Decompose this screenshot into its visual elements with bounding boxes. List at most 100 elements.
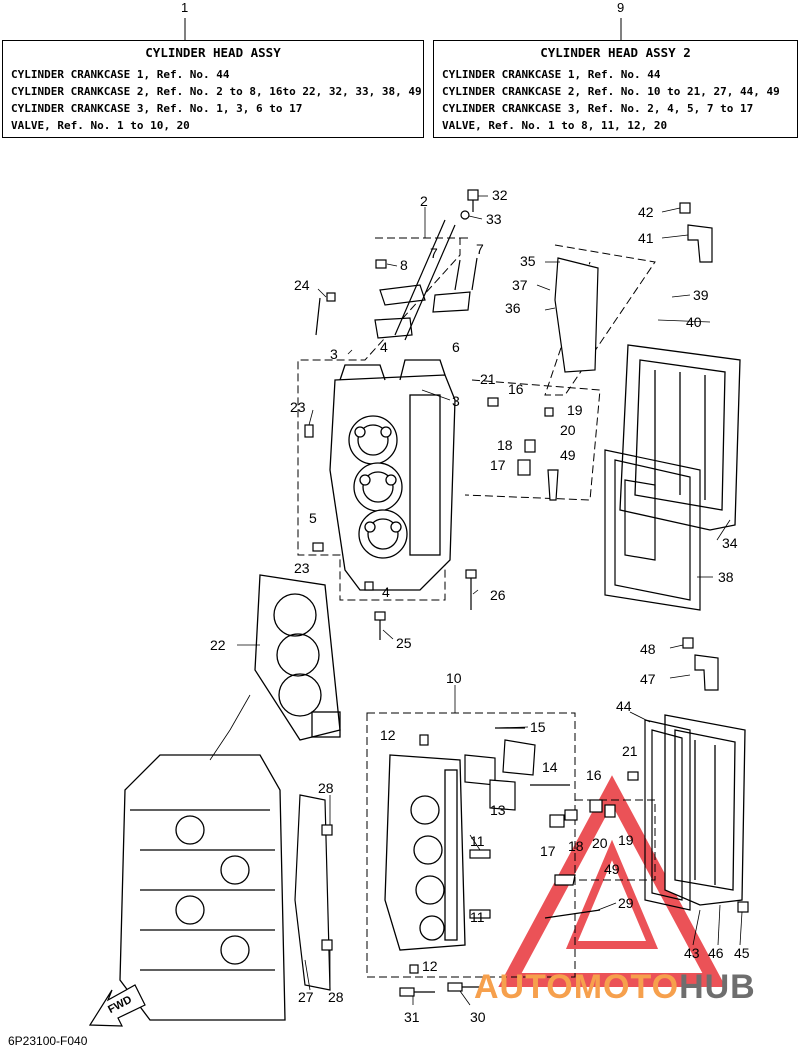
callout-10: 10 [446, 670, 462, 686]
lower-cam-caps [321, 727, 749, 997]
callout-25: 25 [396, 635, 412, 651]
callout-18-a: 18 [497, 437, 513, 453]
callout-17-a: 17 [490, 457, 506, 473]
callout-44: 44 [616, 698, 632, 714]
callout-21-b: 21 [622, 743, 638, 759]
callout-22: 22 [210, 637, 226, 653]
callout-12-b: 12 [422, 958, 438, 974]
upper-cover-34 [619, 344, 741, 531]
callout-16-b: 16 [586, 767, 602, 783]
lower-cover-44 [664, 714, 746, 906]
right-assy-box: CYLINDER HEAD ASSY 2 CYLINDER CRANKCASE … [433, 40, 798, 138]
callout-20-b: 20 [592, 835, 608, 851]
callout-45: 45 [734, 945, 750, 961]
callout-11-b: 11 [470, 909, 485, 925]
fwd-arrow-icon: FWD [88, 984, 146, 1027]
left-assy-line-4: VALVE, Ref. No. 1 to 10, 20 [11, 119, 190, 132]
callout-47: 47 [640, 671, 656, 687]
callout-11-a: 11 [470, 833, 485, 849]
callout-37: 37 [512, 277, 528, 293]
callout-40: 40 [686, 314, 702, 330]
callout-43: 43 [684, 945, 700, 961]
callout-27: 27 [298, 989, 314, 1005]
bracket-41 [679, 202, 713, 263]
callout-33: 33 [486, 211, 502, 227]
callout-3-a: 3 [330, 346, 338, 362]
callout-18-b: 18 [568, 838, 584, 854]
leader-lines [209, 195, 743, 1006]
callout-13: 13 [490, 802, 506, 818]
left-assy-line-2: CYLINDER CRANKCASE 2, Ref. No. 2 to 8, 1… [11, 85, 422, 98]
engine-block [119, 754, 286, 1021]
callout-2: 2 [420, 193, 428, 209]
callout-28-b: 28 [328, 989, 344, 1005]
callout-30: 30 [470, 1009, 486, 1025]
callout-numbers: 2 32 33 7 7 8 24 3 4 6 3 21 16 19 20 18 … [210, 187, 750, 1025]
left-assy-number: 1 [181, 0, 189, 15]
small-cover-35 [554, 257, 599, 373]
callout-15: 15 [530, 719, 546, 735]
watermark-part1: AUTOMOTO [474, 968, 680, 1006]
right-assy-line-3: CYLINDER CRANKCASE 3, Ref. No. 2, 4, 5, … [442, 102, 754, 115]
callout-19-b: 19 [618, 832, 634, 848]
upper-gasket-38 [604, 449, 701, 611]
callout-12-a: 12 [380, 727, 396, 743]
lower-dashed-links [560, 799, 656, 881]
right-assy-line-2: CYLINDER CRANKCASE 2, Ref. No. 10 to 21,… [442, 85, 780, 98]
callout-17-b: 17 [540, 843, 556, 859]
callout-3-b: 3 [452, 393, 460, 409]
callout-29: 29 [618, 895, 634, 911]
callout-31: 31 [404, 1009, 420, 1025]
callout-49-b: 49 [604, 861, 620, 877]
callout-16-a: 16 [508, 381, 524, 397]
right-assy-line-1: CYLINDER CRANKCASE 1, Ref. No. 44 [442, 68, 661, 81]
callout-5: 5 [309, 510, 317, 526]
left-assy-box: CYLINDER HEAD ASSY CYLINDER CRANKCASE 1,… [2, 40, 424, 138]
upper-cylinder-head [329, 359, 456, 591]
callout-35: 35 [520, 253, 536, 269]
callout-21-a: 21 [480, 371, 496, 387]
callout-36: 36 [505, 300, 521, 316]
callout-41: 41 [638, 230, 654, 246]
callout-46: 46 [708, 945, 724, 961]
callout-39: 39 [693, 287, 709, 303]
upper-head-group-outline [297, 237, 656, 601]
bolt-parts [304, 189, 559, 640]
callout-32: 32 [492, 187, 508, 203]
callout-48: 48 [640, 641, 656, 657]
head-gasket-22 [254, 574, 341, 741]
watermark-part2: HUB [679, 968, 756, 1006]
callout-7-a: 7 [430, 245, 438, 261]
lower-head-group-outline [366, 712, 576, 978]
right-assy-number: 9 [617, 0, 625, 15]
callout-23-b: 23 [294, 560, 310, 576]
callout-24: 24 [294, 277, 310, 293]
callout-7-b: 7 [476, 241, 484, 257]
callout-28-a: 28 [318, 780, 334, 796]
callout-19-a: 19 [567, 402, 583, 418]
callout-8: 8 [400, 257, 408, 273]
left-assy-line-1: CYLINDER CRANKCASE 1, Ref. No. 44 [11, 68, 230, 81]
callout-38: 38 [718, 569, 734, 585]
callout-49-a: 49 [560, 447, 576, 463]
callout-4-a: 4 [380, 339, 388, 355]
left-assy-line-3: CYLINDER CRANKCASE 3, Ref. No. 1, 3, 6 t… [11, 102, 303, 115]
callout-4-b: 4 [382, 584, 390, 600]
lower-cylinder-head [384, 754, 466, 951]
lower-gasket-27 [294, 794, 331, 991]
callout-26: 26 [490, 587, 506, 603]
callout-6: 6 [452, 339, 460, 355]
upper-cam-caps [315, 219, 478, 341]
right-assy-title: CYLINDER HEAD ASSY 2 [540, 45, 691, 60]
callout-14: 14 [542, 759, 558, 775]
callout-23-a: 23 [290, 399, 306, 415]
left-assy-title: CYLINDER HEAD ASSY [145, 45, 281, 60]
bracket-47 [682, 637, 719, 691]
callout-42: 42 [638, 204, 654, 220]
right-assy-line-4: VALVE, Ref. No. 1 to 8, 11, 12, 20 [442, 119, 668, 132]
diagram-code: 6P23100-F040 [8, 1034, 88, 1048]
callout-20-a: 20 [560, 422, 576, 438]
callout-34: 34 [722, 535, 738, 551]
watermark-logo: AUTOMOTOHUB [474, 968, 756, 1007]
